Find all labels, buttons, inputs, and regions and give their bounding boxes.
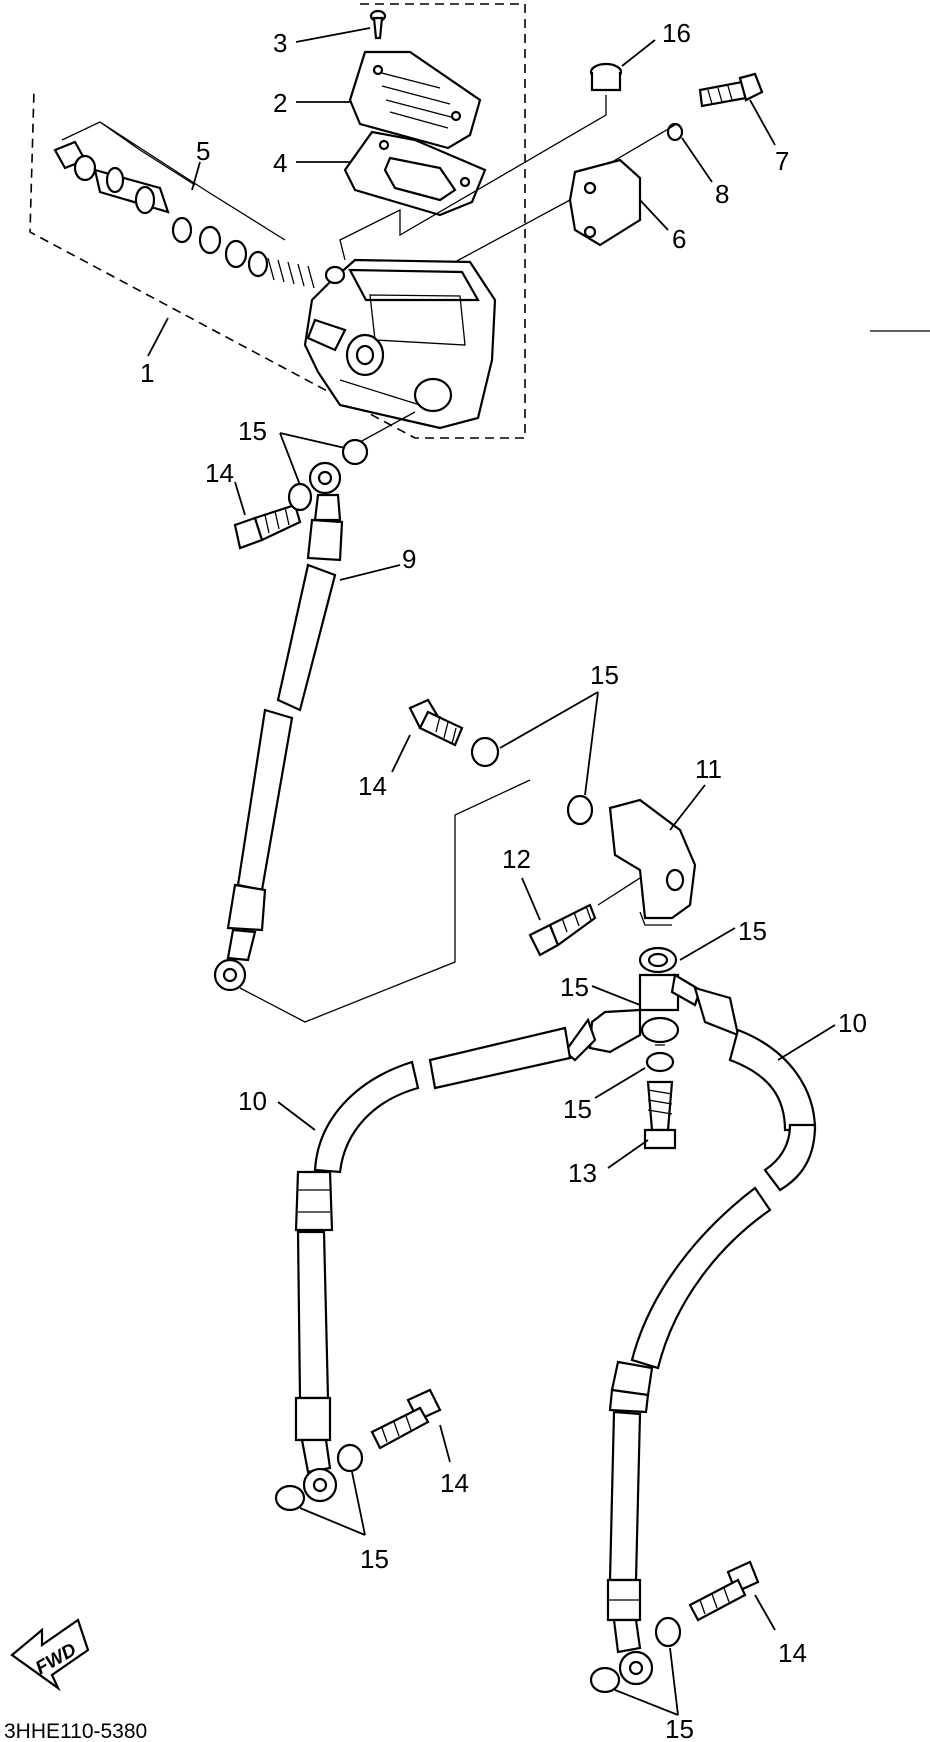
- leader-15-top-to-body: [359, 411, 416, 443]
- leader-15-g: [594, 1067, 646, 1099]
- piston-kit: [53, 121, 315, 289]
- callout-15a: 15: [238, 416, 267, 446]
- callout-12: 12: [502, 844, 531, 874]
- leader-13: [607, 1139, 649, 1169]
- union-bolt-13: [643, 1080, 677, 1150]
- banjo-bolt-14-right: [688, 1560, 760, 1622]
- bolt-12: [528, 903, 597, 957]
- brake-joint: [638, 946, 680, 1073]
- callout-15f: 15: [360, 1544, 389, 1574]
- brake-hose-10-right: [606, 973, 817, 1686]
- washer-15d: [566, 794, 594, 826]
- brake-hose-9: [213, 461, 344, 992]
- leader-6: [639, 199, 669, 231]
- leader-1: [147, 317, 169, 357]
- leader-11: [669, 784, 706, 831]
- callout-15e: 15: [563, 1094, 592, 1124]
- leader-5: [191, 161, 201, 191]
- screw-3: [369, 9, 387, 40]
- reservoir-cap: [348, 50, 482, 150]
- brake-hose-10-left: [294, 1008, 642, 1503]
- callout-4: 4: [273, 148, 287, 178]
- leader-15-f: [591, 985, 641, 1006]
- plug-16: [589, 62, 623, 92]
- leader-15-e: [679, 927, 736, 961]
- banjo-bolt-14-mid: [408, 698, 464, 747]
- callout-15d: 15: [560, 972, 589, 1002]
- callout-7: 7: [775, 146, 789, 176]
- leader-15-mid-b: [584, 691, 599, 796]
- leader-16: [621, 39, 656, 67]
- leader-12: [521, 877, 541, 921]
- assembly-1-boundary: [29, 3, 526, 439]
- washer-15k: [589, 1666, 621, 1694]
- leader-7: [749, 99, 776, 146]
- leader-15-top-b: [279, 432, 346, 449]
- leader-14-top: [234, 481, 246, 516]
- washer-15b: [341, 438, 369, 466]
- washer-15e: [647, 952, 669, 968]
- callout-5: 5: [196, 136, 210, 166]
- leader-10-left: [277, 1101, 316, 1131]
- banjo-bolt-14-top: [233, 503, 302, 550]
- washer-8: [666, 122, 684, 142]
- callout-14b: 14: [358, 771, 387, 801]
- holder-6: [568, 158, 642, 247]
- callout-13: 13: [568, 1158, 597, 1188]
- callout-3: 3: [273, 28, 287, 58]
- master-cylinder-body: [303, 258, 497, 430]
- leader-8: [681, 137, 713, 183]
- leader-15-br-b: [669, 1647, 679, 1716]
- callout-2: 2: [273, 88, 287, 118]
- leader-15-bl-a: [299, 1507, 366, 1536]
- bracket-11: [608, 798, 697, 926]
- leader-15-top: [279, 432, 301, 486]
- callout-16: 16: [662, 18, 691, 48]
- leader-14-mid: [391, 734, 411, 773]
- leader-3: [295, 27, 371, 43]
- callout-1: 1: [140, 358, 154, 388]
- leader-14-right: [754, 1594, 776, 1631]
- banjo-bolt-14-left: [370, 1388, 442, 1450]
- callout-10b: 10: [838, 1008, 867, 1038]
- callout-6: 6: [672, 224, 686, 254]
- callout-8: 8: [715, 179, 729, 209]
- diaphragm-plate: [343, 130, 487, 217]
- leader-15-bl-b: [351, 1471, 366, 1536]
- leader-15-mid-a: [499, 691, 599, 749]
- callout-9: 9: [402, 544, 416, 574]
- washer-15i: [274, 1484, 306, 1512]
- washer-15h: [336, 1443, 364, 1473]
- leader-16-to-body: [339, 95, 607, 261]
- fwd-arrow-icon: FWD: [10, 1618, 90, 1692]
- leader-6-to-body: [454, 124, 676, 263]
- bolt-7: [698, 72, 764, 108]
- callout-11: 11: [695, 754, 722, 784]
- washer-15j: [654, 1616, 682, 1648]
- leader-14-left: [439, 1424, 451, 1463]
- leader-10-right: [777, 1024, 836, 1061]
- callout-15b: 15: [590, 660, 619, 690]
- callout-14c: 14: [440, 1468, 469, 1498]
- callout-15c: 15: [738, 916, 767, 946]
- washer-15a: [287, 482, 313, 512]
- callout-14a: 14: [205, 458, 234, 488]
- drawing-code: 3HHE110-5380: [4, 1720, 147, 1742]
- leader-15-br-a: [614, 1689, 679, 1716]
- callout-10a: 10: [238, 1086, 267, 1116]
- callout-14d: 14: [778, 1638, 807, 1668]
- leader-9: [339, 564, 401, 581]
- callout-15g: 15: [665, 1714, 694, 1742]
- leader-12-to-bracket: [597, 877, 641, 906]
- leader-9-dash-route: [239, 779, 531, 1023]
- washer-15c: [470, 736, 500, 768]
